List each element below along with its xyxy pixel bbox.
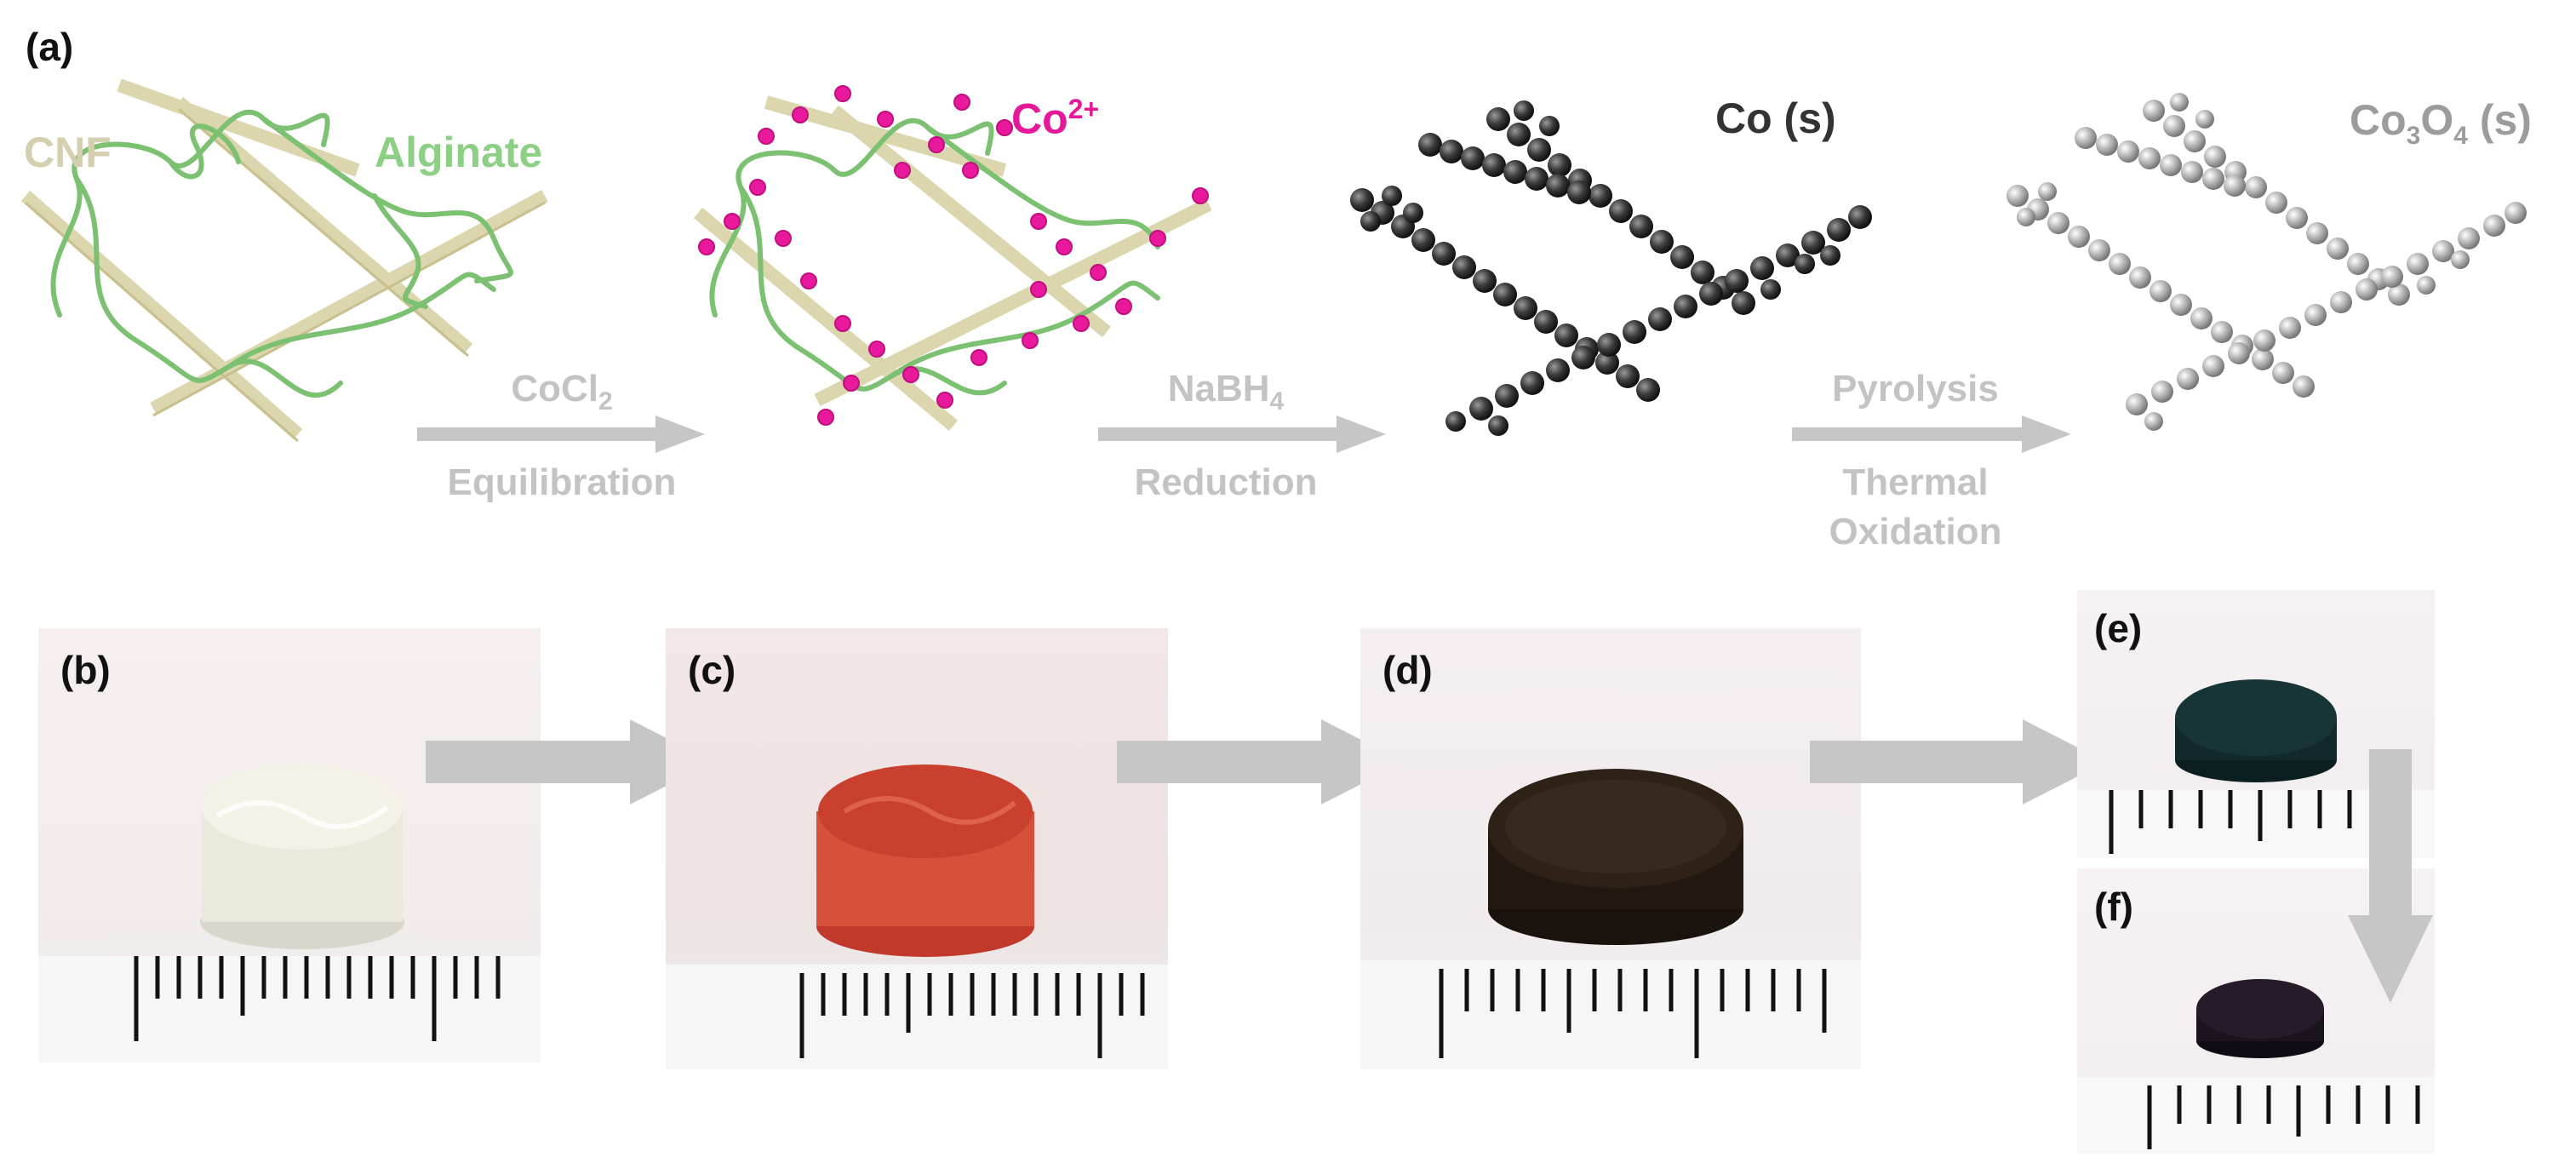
photo-arrow-ef [2348, 749, 2433, 1003]
panel-a-label: (a) [26, 25, 74, 69]
panel-e-label: (e) [2094, 606, 2143, 650]
panel-c-label: (c) [688, 648, 736, 692]
cnf-label: CNF [24, 129, 112, 176]
step-1-reagent: CoCl2 [417, 368, 707, 416]
co-ion-charge: 2+ [1068, 94, 1100, 124]
step-3-reagent: Pyrolysis [1832, 368, 1999, 409]
step-arrow-2 [1098, 415, 1386, 453]
co3o4-text-s: (s) [2467, 96, 2532, 144]
panel-f-label: (f) [2094, 885, 2133, 929]
co3o4-sub-3: 3 [2406, 122, 2421, 150]
co-solid-label: Co (s) [1715, 94, 1836, 142]
ruler-b [38, 956, 541, 1062]
step-1-process: Equilibration [447, 461, 677, 503]
step-2-reagent: NaBH4 [1098, 368, 1354, 416]
step-2-reagent-sub: 4 [1269, 387, 1285, 415]
red-hydrogel [816, 765, 1034, 957]
cnf-alginate-network [20, 78, 548, 443]
step-arrow-3 [1792, 415, 2071, 453]
dark-teal-monolith [2175, 679, 2337, 782]
co3o4-sub-4: 4 [2453, 122, 2468, 150]
photo-panel-c: (c) [666, 628, 1168, 1069]
photo-panel-e: (e) [2077, 590, 2435, 858]
panel-b-label: (b) [60, 648, 111, 692]
co-ion-text: Co [1011, 94, 1068, 143]
co-ion-network [693, 85, 1212, 432]
step-3-process-line2: Oxidation [1829, 511, 2002, 553]
photo-panel-b: (b) [38, 628, 541, 1062]
co3o4-network [2006, 93, 2527, 431]
step-1-reagent-sub: 2 [598, 387, 613, 415]
step-3-process-line1: Thermal [1842, 461, 1989, 503]
photo-panel-f: (f) [2077, 868, 2435, 1154]
step-2-process: Reduction [1134, 461, 1318, 503]
ruler-d [1360, 960, 1861, 1069]
co3o4-label: Co3O4 (s) [2350, 95, 2532, 151]
photo-panel-d: (d) [1360, 628, 1861, 1069]
step-1-reagent-text: CoCl [511, 368, 598, 409]
step-arrow-1 [417, 415, 705, 453]
photo-arrow-de [1810, 719, 2106, 805]
panel-d-label: (d) [1382, 648, 1433, 692]
co3o4-text-co: Co [2350, 96, 2407, 144]
co-ion-label: Co2+ [1011, 94, 1099, 144]
small-dark-monolith [2196, 979, 2324, 1058]
black-cobalt-monolith [1488, 769, 1743, 945]
step-2-reagent-text: NaBH [1167, 368, 1270, 409]
white-hydrogel [200, 765, 404, 949]
co3o4-text-o: O [2420, 96, 2454, 144]
ruler-c [666, 965, 1168, 1069]
alginate-label: Alginate [375, 129, 543, 176]
co-solid-network [1350, 100, 1872, 436]
ruler-f [2077, 1077, 2435, 1154]
